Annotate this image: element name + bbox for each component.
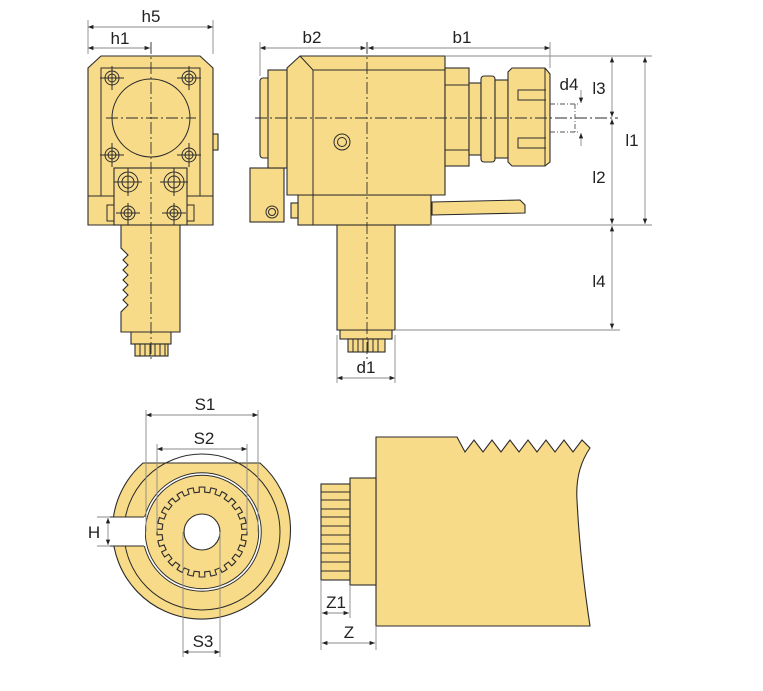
- front-view: h5 h1: [87, 7, 219, 360]
- end-view: S1 S2 S3 H: [88, 395, 292, 657]
- knurled-end: [347, 338, 386, 353]
- dim-label-z1: Z1: [326, 593, 346, 612]
- knurled-end: [320, 483, 351, 581]
- dim-label-z: Z: [344, 623, 354, 642]
- housing-body: [286, 55, 446, 196]
- dim-label-b2: b2: [303, 28, 322, 47]
- center-bore: [183, 513, 221, 551]
- dim-label-l3: l3: [592, 79, 605, 98]
- collet-nut: [507, 67, 551, 167]
- dim-label-d4: d4: [560, 75, 579, 94]
- side-view: b2 b1 d4 l3 l1 l2 l4 d1: [249, 28, 652, 383]
- dim-label-s1: S1: [195, 395, 216, 414]
- shank: [120, 224, 181, 333]
- dim-label-h: H: [88, 523, 100, 542]
- dim-label-h1: h1: [111, 29, 130, 48]
- dim-label-d1: d1: [357, 358, 376, 377]
- shank-body: [375, 436, 591, 627]
- dim-label-s2: S2: [194, 429, 215, 448]
- slot: [105, 517, 145, 546]
- dim-label-h5: h5: [142, 7, 161, 26]
- dim-label-l1: l1: [625, 131, 638, 150]
- dim-label-s3: S3: [193, 632, 214, 651]
- shank-detail: Z1 Z: [320, 436, 591, 650]
- clamp-lever: [431, 199, 526, 216]
- dim-label-l4: l4: [592, 272, 605, 291]
- shank: [336, 224, 396, 331]
- dim-label-l2: l2: [592, 168, 605, 187]
- dim-label-b1: b1: [453, 28, 472, 47]
